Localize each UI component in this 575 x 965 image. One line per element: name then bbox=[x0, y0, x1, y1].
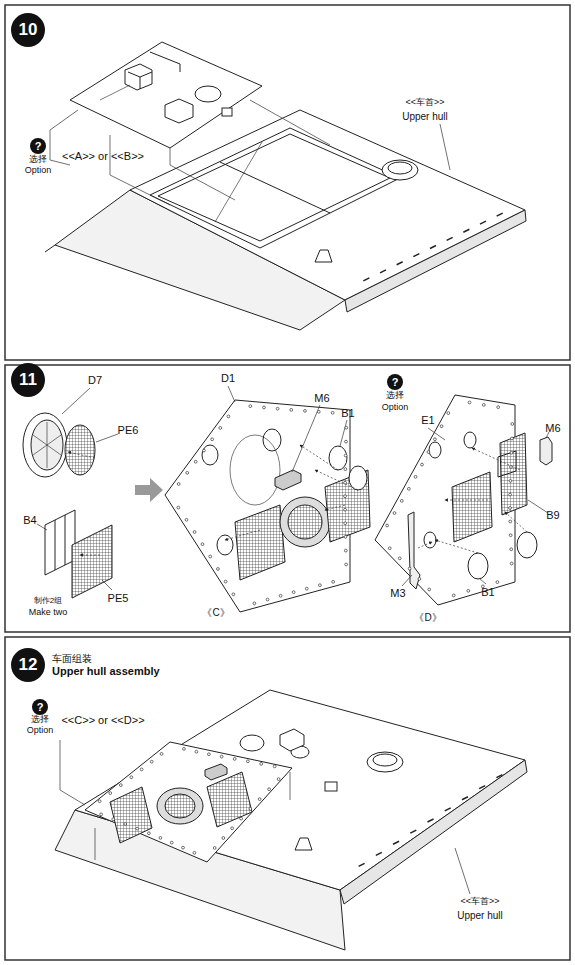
caption-text: <<车首>> bbox=[460, 897, 499, 907]
caption-text: <<车首>> bbox=[405, 98, 444, 108]
placement-line bbox=[37, 386, 549, 590]
step-number: 10 bbox=[11, 13, 45, 47]
part-number: B1 bbox=[341, 407, 354, 419]
option-icon: ? bbox=[32, 699, 48, 715]
caption-text: Option bbox=[25, 166, 52, 176]
step-panel bbox=[5, 637, 570, 960]
step-number: 11 bbox=[11, 363, 45, 397]
rear-plate-d bbox=[375, 395, 552, 605]
caption-text: 《D》 bbox=[414, 612, 441, 623]
option-icon: ? bbox=[30, 138, 46, 154]
caption-text: 制作2组 bbox=[34, 597, 62, 606]
node-text: 10 bbox=[19, 20, 38, 40]
upper-hull bbox=[55, 690, 527, 950]
caption-text: <<A>> or <<B>> bbox=[62, 150, 144, 162]
part-number: B4 bbox=[23, 514, 36, 526]
caption-text: 选择 bbox=[386, 391, 404, 401]
rear-plate-c bbox=[165, 400, 370, 612]
caption-text: Upper hull bbox=[402, 111, 448, 122]
caption-text: 车面组装 bbox=[52, 653, 92, 664]
part-number: E1 bbox=[421, 414, 434, 426]
part-number: M6 bbox=[545, 422, 560, 434]
option-icon: ? bbox=[387, 374, 403, 390]
upper-hull bbox=[45, 110, 526, 330]
part-number: B9 bbox=[546, 509, 559, 521]
node-text: 11 bbox=[19, 370, 37, 390]
rivets-and-slots bbox=[98, 213, 513, 866]
step-number: 12 bbox=[11, 648, 45, 682]
part-number: D1 bbox=[221, 372, 235, 384]
caption-text: <<C>> or <<D>> bbox=[61, 714, 144, 726]
caption-text: Upper hull assembly bbox=[52, 665, 160, 677]
node-text: ? bbox=[37, 701, 44, 713]
caption-text: 《C》 bbox=[202, 607, 229, 618]
caption-text: Option bbox=[27, 726, 54, 736]
step-panel bbox=[5, 5, 570, 360]
caption-text: Make two bbox=[29, 608, 68, 618]
placement-line bbox=[50, 100, 450, 205]
part-number: M3 bbox=[390, 587, 405, 599]
part-number: B1 bbox=[481, 586, 494, 598]
part-number: D7 bbox=[88, 374, 102, 386]
step-panel bbox=[5, 365, 570, 632]
part-number: PE6 bbox=[118, 424, 139, 436]
node-text: ? bbox=[392, 376, 399, 388]
caption-text: Option bbox=[382, 403, 409, 413]
engine-deck-plate bbox=[70, 42, 262, 148]
caption-text: 选择 bbox=[31, 715, 49, 725]
placement-line bbox=[60, 740, 470, 894]
node-text: ? bbox=[35, 140, 42, 152]
caption-text: 选择 bbox=[29, 155, 47, 165]
node-text: 12 bbox=[19, 655, 38, 675]
caption-text: Upper hull bbox=[457, 910, 503, 921]
part-number: M6 bbox=[314, 392, 329, 404]
fan-parts bbox=[23, 413, 163, 598]
part-number: PE5 bbox=[108, 592, 129, 604]
